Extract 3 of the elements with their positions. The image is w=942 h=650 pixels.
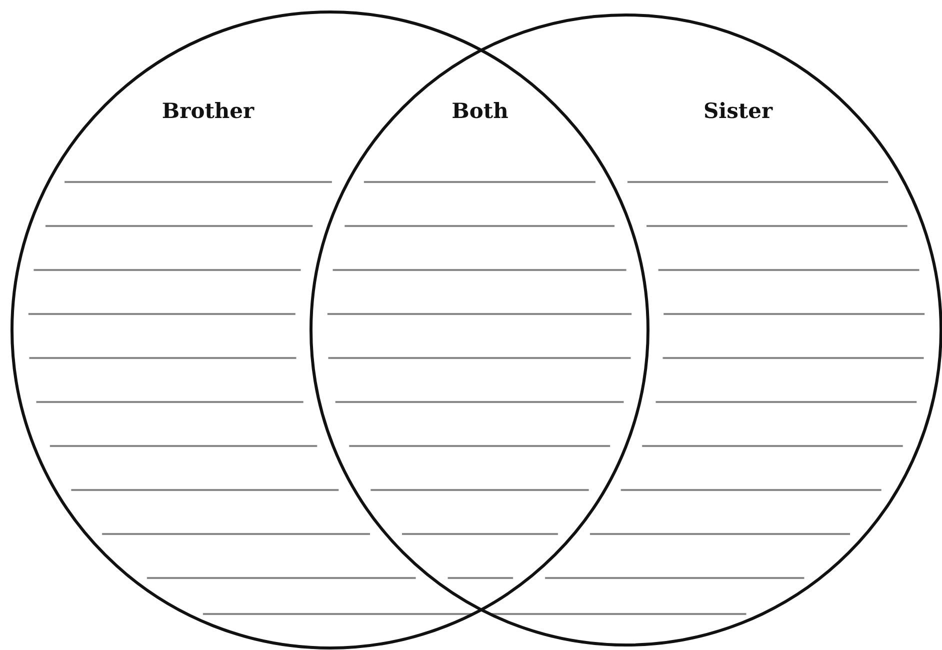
set-heading: Sister xyxy=(703,98,773,123)
overlap-heading: Both xyxy=(452,98,508,123)
set-heading: Brother xyxy=(162,98,254,123)
